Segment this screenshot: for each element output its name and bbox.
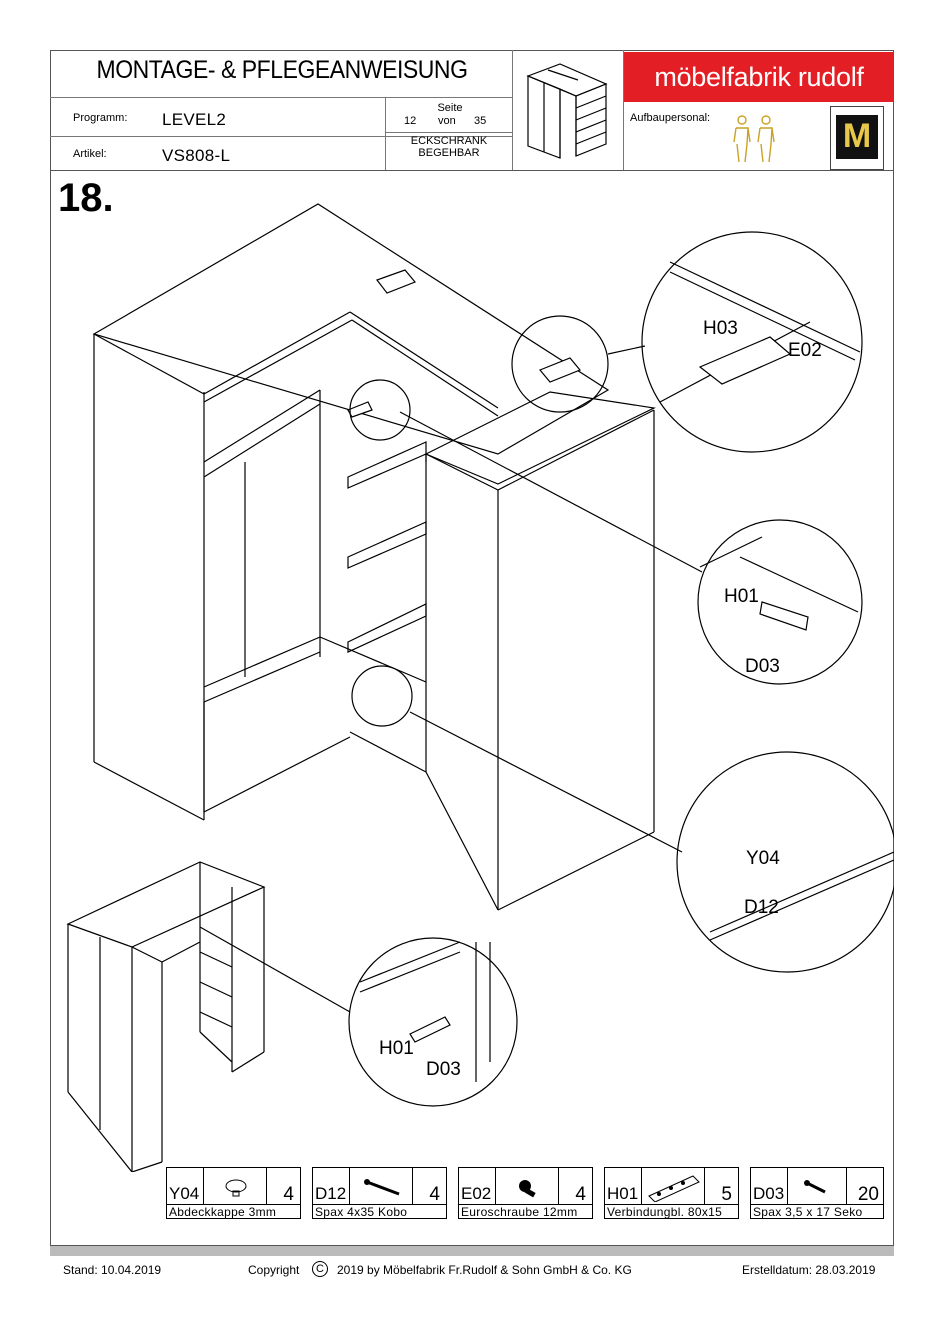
- part-qty: 4: [283, 1184, 294, 1205]
- callout-y04: Y04: [746, 848, 780, 869]
- document-title: MONTAGE- & PFLEGEANWEISUNG: [96, 56, 468, 84]
- callout-h01-detail: H01: [379, 1038, 414, 1059]
- part-desc-divider: [313, 1204, 446, 1205]
- part-desc-divider: [167, 1204, 300, 1205]
- artikel-value: VS808-L: [162, 146, 231, 165]
- two-persons-icon: [733, 115, 775, 163]
- part-separator: [787, 1168, 788, 1204]
- seal-letter: M: [842, 117, 872, 155]
- part-qty: 5: [721, 1184, 732, 1205]
- part-y04: Y04 4 Abdeckkappe 3mm: [166, 1167, 301, 1219]
- brand-logo: möbelfabrik rudolf: [624, 52, 894, 102]
- erstelldatum: Erstelldatum: 28.03.2019: [742, 1263, 876, 1277]
- callout-d03: D03: [745, 656, 780, 677]
- long-screw-icon: [364, 1179, 400, 1196]
- step-number: 18.: [58, 176, 114, 220]
- cap-icon: [225, 1179, 247, 1197]
- footer-bar: [50, 1246, 894, 1256]
- part-code: Y04: [169, 1184, 200, 1203]
- callout-h03: H03: [703, 318, 738, 339]
- part-separator: [412, 1168, 413, 1204]
- artikel-label: Artikel:: [73, 148, 107, 160]
- callout-e02: E02: [788, 340, 822, 361]
- callout-h01: H01: [724, 586, 759, 607]
- header-bottom-line: [50, 170, 894, 171]
- part-separator: [846, 1168, 847, 1204]
- product-name-line1: ECKSCHRANK: [410, 135, 488, 147]
- part-desc: Euroschraube 12mm: [461, 1205, 578, 1219]
- quality-seal: M: [830, 106, 884, 170]
- part-separator: [266, 1168, 267, 1204]
- callout-d03-detail: D03: [426, 1059, 461, 1080]
- seite-number: 12: [404, 115, 417, 127]
- header-divider: [385, 132, 512, 133]
- part-separator: [641, 1168, 642, 1204]
- part-desc-divider: [751, 1204, 883, 1205]
- part-e02: E02 4 Euroschraube 12mm: [458, 1167, 593, 1219]
- header-divider: [385, 97, 386, 170]
- part-desc: Verbindungbl. 80x15: [607, 1205, 723, 1219]
- programm-label: Programm:: [73, 112, 128, 124]
- cabinet-thumbnail-icon: [526, 63, 608, 159]
- programm-value: LEVEL2: [162, 110, 227, 129]
- short-screw-icon: [804, 1180, 826, 1194]
- part-code: H01: [607, 1184, 639, 1203]
- header-divider: [512, 50, 513, 170]
- copyright-text: 2019 by Möbelfabrik Fr.Rudolf & Sohn Gmb…: [337, 1263, 632, 1277]
- part-separator: [704, 1168, 705, 1204]
- part-separator: [203, 1168, 204, 1204]
- part-qty: 20: [857, 1184, 879, 1205]
- part-code: E02: [461, 1184, 492, 1203]
- product-name-line2: BEGEHBAR: [418, 147, 480, 159]
- part-desc-divider: [459, 1204, 592, 1205]
- part-separator: [495, 1168, 496, 1204]
- part-code: D12: [315, 1184, 347, 1203]
- part-qty: 4: [575, 1184, 586, 1205]
- assembly-drawing: [66, 203, 894, 1172]
- part-qty: 4: [429, 1184, 440, 1205]
- seite-label: Seite: [437, 102, 463, 114]
- seite-von: von: [438, 115, 456, 127]
- page-frame: [50, 50, 894, 1246]
- part-desc: Abdeckkappe 3mm: [169, 1205, 277, 1219]
- part-d12: D12 4 Spax 4x35 Kobo: [312, 1167, 447, 1219]
- aufbaupersonal-label: Aufbaupersonal:: [630, 112, 711, 124]
- part-separator: [558, 1168, 559, 1204]
- part-d03: D03 20 Spax 3,5 x 17 Seko: [750, 1167, 884, 1219]
- part-desc: Spax 3,5 x 17 Seko: [753, 1205, 863, 1219]
- header-divider: [50, 136, 512, 137]
- seite-total: 35: [474, 115, 487, 127]
- connector-plate-icon: [648, 1175, 700, 1202]
- part-code: D03: [753, 1184, 785, 1203]
- stand-date: Stand: 10.04.2019: [63, 1263, 162, 1277]
- header-divider: [50, 97, 512, 98]
- copyright-symbol: C: [312, 1261, 328, 1277]
- header-divider: [623, 50, 624, 170]
- part-desc-divider: [605, 1204, 738, 1205]
- callout-d12: D12: [744, 897, 779, 918]
- part-h01: H01 5 Verbindungbl. 80x15: [604, 1167, 739, 1219]
- seal-background: [836, 115, 878, 159]
- copyright-label: Copyright: [248, 1263, 300, 1277]
- part-desc: Spax 4x35 Kobo: [315, 1205, 408, 1219]
- euro-screw-icon: [519, 1180, 536, 1198]
- part-separator: [349, 1168, 350, 1204]
